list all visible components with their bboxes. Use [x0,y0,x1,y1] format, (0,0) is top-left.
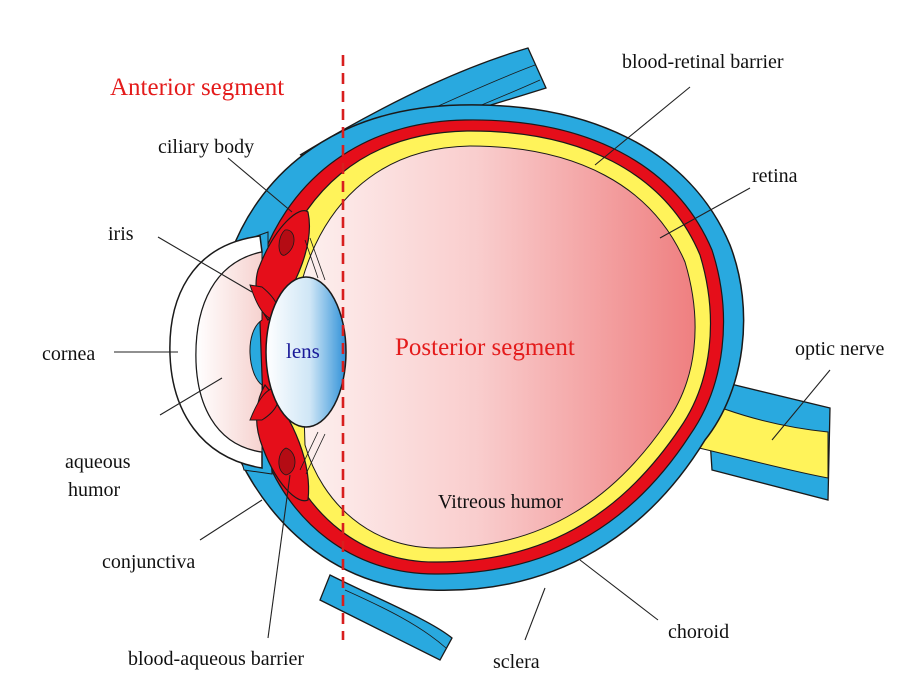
leader-sclera [525,588,545,640]
leader-choroid [580,560,658,620]
iris-label: iris [108,223,134,245]
blood-aqueous-barrier-label: blood-aqueous barrier [128,648,304,670]
optic-nerve-label: optic nerve [795,338,885,360]
ciliary-body-label: ciliary body [158,136,254,158]
retina-label: retina [752,165,798,187]
sclera-label: sclera [493,651,540,673]
cornea-label: cornea [42,343,95,365]
lens-label: lens [286,339,320,363]
leader-conjunctiva [200,500,262,540]
anterior-segment-label: Anterior segment [110,74,284,101]
aqueous-humor-label-line1: aqueous [65,451,131,473]
vitreous-humor-label: Vitreous humor [438,491,563,513]
blood-retinal-barrier-label: blood-retinal barrier [622,51,784,73]
posterior-segment-label: Posterior segment [395,334,575,361]
choroid-label: choroid [668,621,729,643]
conjunctiva-label: conjunctiva [102,551,195,573]
aqueous-humor-label-line2: humor [68,479,121,501]
